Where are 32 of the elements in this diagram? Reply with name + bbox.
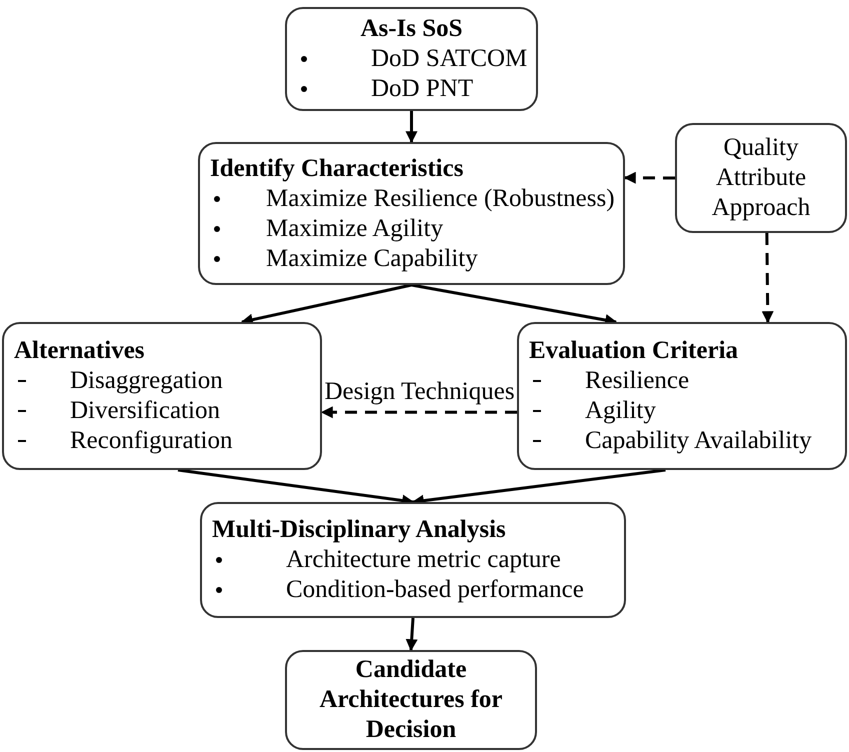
list-item: DoD PNT <box>371 74 474 104</box>
list-item: Maximize Capability <box>266 244 478 274</box>
arrow <box>406 111 418 144</box>
list-item: Capability Availability <box>585 426 812 456</box>
process-box <box>285 7 538 111</box>
box-heading: Quality Attribute Approach <box>710 133 812 223</box>
list-item: Diversification <box>70 396 220 426</box>
list-item: Reconfiguration <box>70 426 232 456</box>
process-box <box>198 142 625 285</box>
process-box <box>285 650 537 750</box>
list-item: Maximize Resilience (Robustness) <box>266 184 615 214</box>
dashed-arrow <box>624 172 675 184</box>
list-item: Disaggregation <box>70 366 223 396</box>
list-item: Architecture metric capture <box>286 545 561 575</box>
box-heading: Alternatives <box>14 336 146 366</box>
list-item: DoD SATCOM <box>371 44 528 74</box>
process-box <box>675 123 847 233</box>
box-heading: Evaluation Criteria <box>529 336 740 366</box>
arrow <box>406 618 418 652</box>
process-box <box>200 502 626 618</box>
box-heading: As-Is SoS <box>359 14 464 44</box>
dashed-arrow <box>762 232 774 324</box>
box-heading: Candidate Architectures for Decision <box>318 655 504 745</box>
list-item: Maximize Agility <box>266 214 444 244</box>
box-heading: Multi-Disciplinary Analysis <box>212 515 507 545</box>
list-item: Agility <box>585 396 656 426</box>
list-item: Resilience <box>585 366 690 396</box>
process-box <box>2 322 322 470</box>
dashed-arrow <box>320 406 517 418</box>
box-heading: Identify Characteristics <box>210 154 464 184</box>
list-item: Condition-based performance <box>286 575 584 605</box>
process-box <box>517 322 847 470</box>
